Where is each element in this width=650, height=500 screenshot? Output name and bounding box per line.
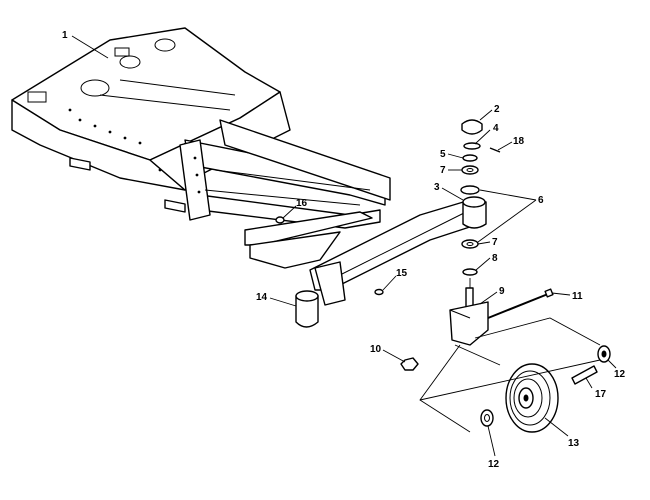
wheel-spacers [480, 345, 611, 427]
callout-3: 3 [434, 182, 440, 193]
callout-9: 9 [499, 286, 505, 297]
axle-bolt [487, 288, 554, 319]
callout-10: 10 [370, 344, 382, 355]
caster-arm [295, 196, 487, 328]
callout-8: 8 [492, 253, 498, 264]
callout-12-bottom: 12 [488, 459, 500, 470]
callout-4: 4 [493, 123, 499, 134]
callout-11: 11 [572, 291, 583, 302]
callout-7-upper: 7 [440, 165, 446, 176]
main-frame [11, 27, 391, 269]
callout-labels: 1 2 3 4 5 6 7 7 8 9 10 11 12 12 13 14 15… [62, 30, 626, 470]
callout-17: 17 [595, 389, 607, 400]
callout-6: 6 [538, 195, 544, 206]
callout-1: 1 [62, 30, 68, 41]
callout-7-lower: 7 [492, 237, 498, 248]
small-fasteners [275, 216, 384, 296]
nut [400, 357, 419, 371]
callout-13: 13 [568, 438, 580, 449]
callout-leaders [71, 35, 617, 457]
callout-12-right: 12 [614, 369, 626, 380]
callout-5: 5 [440, 149, 446, 160]
callout-14: 14 [256, 292, 268, 303]
caster-wheel [505, 363, 559, 433]
callout-2: 2 [494, 104, 500, 115]
callout-16: 16 [296, 198, 308, 209]
callout-18: 18 [513, 136, 525, 147]
callout-15: 15 [396, 268, 408, 279]
assembly-guide-lines [419, 278, 601, 433]
spindle-hardware [460, 119, 501, 276]
